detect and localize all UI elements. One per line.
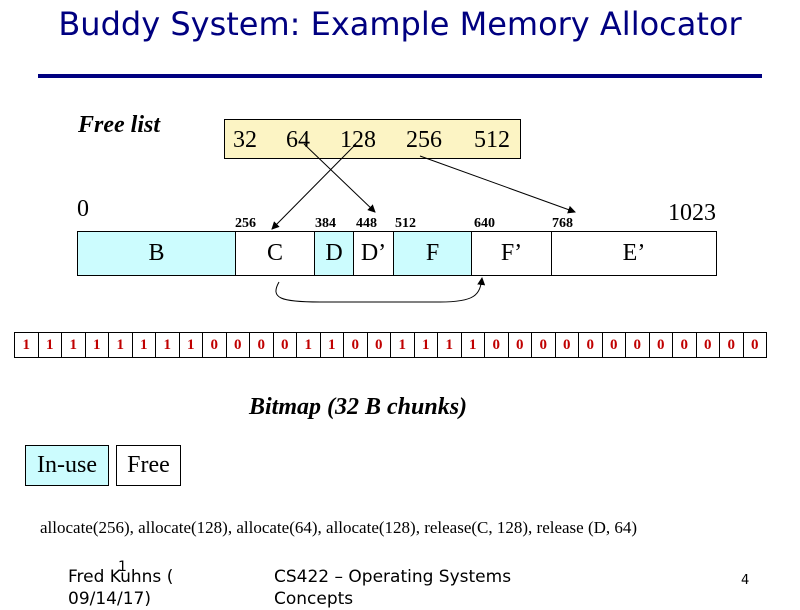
bitmap-bit: 1 [437,332,462,358]
bitmap: 1 1 1 1 1 1 1 1 0 0 0 0 1 1 0 0 1 1 1 1 … [14,332,767,358]
legend-free: Free [116,445,181,486]
free-list-size-128: 128 [340,127,376,153]
offset-640: 640 [474,216,495,231]
arrow-128-to-c [271,143,357,230]
bitmap-bit: 0 [507,332,532,358]
operation-sequence: allocate(256), allocate(128), allocate(6… [40,518,638,537]
bitmap-bit: 0 [484,332,509,358]
block-c: C [235,231,315,276]
block-label: F [425,240,440,266]
offset-384: 384 [315,216,336,231]
arrow-64-to-d-prime [303,143,376,213]
bitmap-bit: 0 [601,332,626,358]
address-end: 1023 [668,200,716,226]
slide-title: Buddy System: Example Memory Allocator [58,5,742,43]
legend-in-use: In-use [25,445,109,486]
bitmap-bit: 1 [155,332,180,358]
block-label: E’ [622,240,646,266]
bitmap-bit: 1 [413,332,438,358]
bitmap-bit: 0 [225,332,250,358]
bitmap-bit: 1 [14,332,39,358]
bitmap-bit: 0 [695,332,720,358]
free-list-size-512: 512 [474,127,510,153]
offset-256: 256 [235,216,256,231]
bitmap-bit: 1 [319,332,344,358]
bitmap-bit: 0 [531,332,556,358]
footer-author-line: Fred Kuhns ( [68,567,174,587]
bitmap-bit: 0 [648,332,673,358]
block-label: B [148,240,165,266]
footer-mark: 1 [118,559,127,575]
bitmap-bit: 1 [390,332,415,358]
legend-in-use-label: In-use [37,452,97,478]
bitmap-bit: 0 [249,332,274,358]
offset-512: 512 [395,216,416,231]
bitmap-bit: 0 [672,332,697,358]
footer-course: CS422 – Operating Systems Concepts [274,566,511,610]
page-number: 4 [741,573,750,588]
free-list-box: 32 64 128 256 512 [224,119,521,159]
arrow-c-to-f-prime [275,277,486,303]
title-underline [38,74,762,78]
block-label: C [266,240,283,266]
bitmap-bit: 0 [742,332,767,358]
bitmap-bit: 1 [61,332,86,358]
footer-course-line: CS422 – Operating Systems [274,567,512,587]
bitmap-caption: Bitmap (32 B chunks) [249,394,468,420]
block-label: D’ [360,240,387,266]
address-start: 0 [77,196,89,222]
block-b: B [77,231,236,276]
block-e-prime: E’ [551,231,717,276]
block-label: F’ [500,240,523,266]
free-list-size-256: 256 [406,127,442,153]
bitmap-bit: 1 [131,332,156,358]
block-d-prime: D’ [353,231,394,276]
offset-448: 448 [356,216,377,231]
bitmap-bit: 0 [625,332,650,358]
legend-free-label: Free [127,452,170,478]
arrow-256-to-e-prime [419,155,576,214]
bitmap-bit: 0 [578,332,603,358]
bitmap-bit: 0 [554,332,579,358]
bitmap-bit: 1 [84,332,109,358]
free-list-size-64: 64 [286,127,310,153]
bitmap-bit: 0 [366,332,391,358]
block-f-prime: F’ [471,231,552,276]
bitmap-bit: 1 [460,332,485,358]
footer-course-line: Concepts [274,589,354,609]
block-d: D [314,231,354,276]
free-list-size-32: 32 [233,127,257,153]
bitmap-bit: 1 [296,332,321,358]
bitmap-bit: 0 [202,332,227,358]
bitmap-bit: 0 [719,332,744,358]
offset-768: 768 [552,216,573,231]
bitmap-bit: 0 [272,332,297,358]
free-list-label: Free list [78,112,160,138]
bitmap-bit: 0 [343,332,368,358]
block-label: D [325,240,343,266]
footer-author-line: 09/14/17) [68,589,151,609]
bitmap-bit: 1 [37,332,62,358]
bitmap-bit: 1 [108,332,133,358]
bitmap-bit: 1 [178,332,203,358]
block-f: F [393,231,472,276]
